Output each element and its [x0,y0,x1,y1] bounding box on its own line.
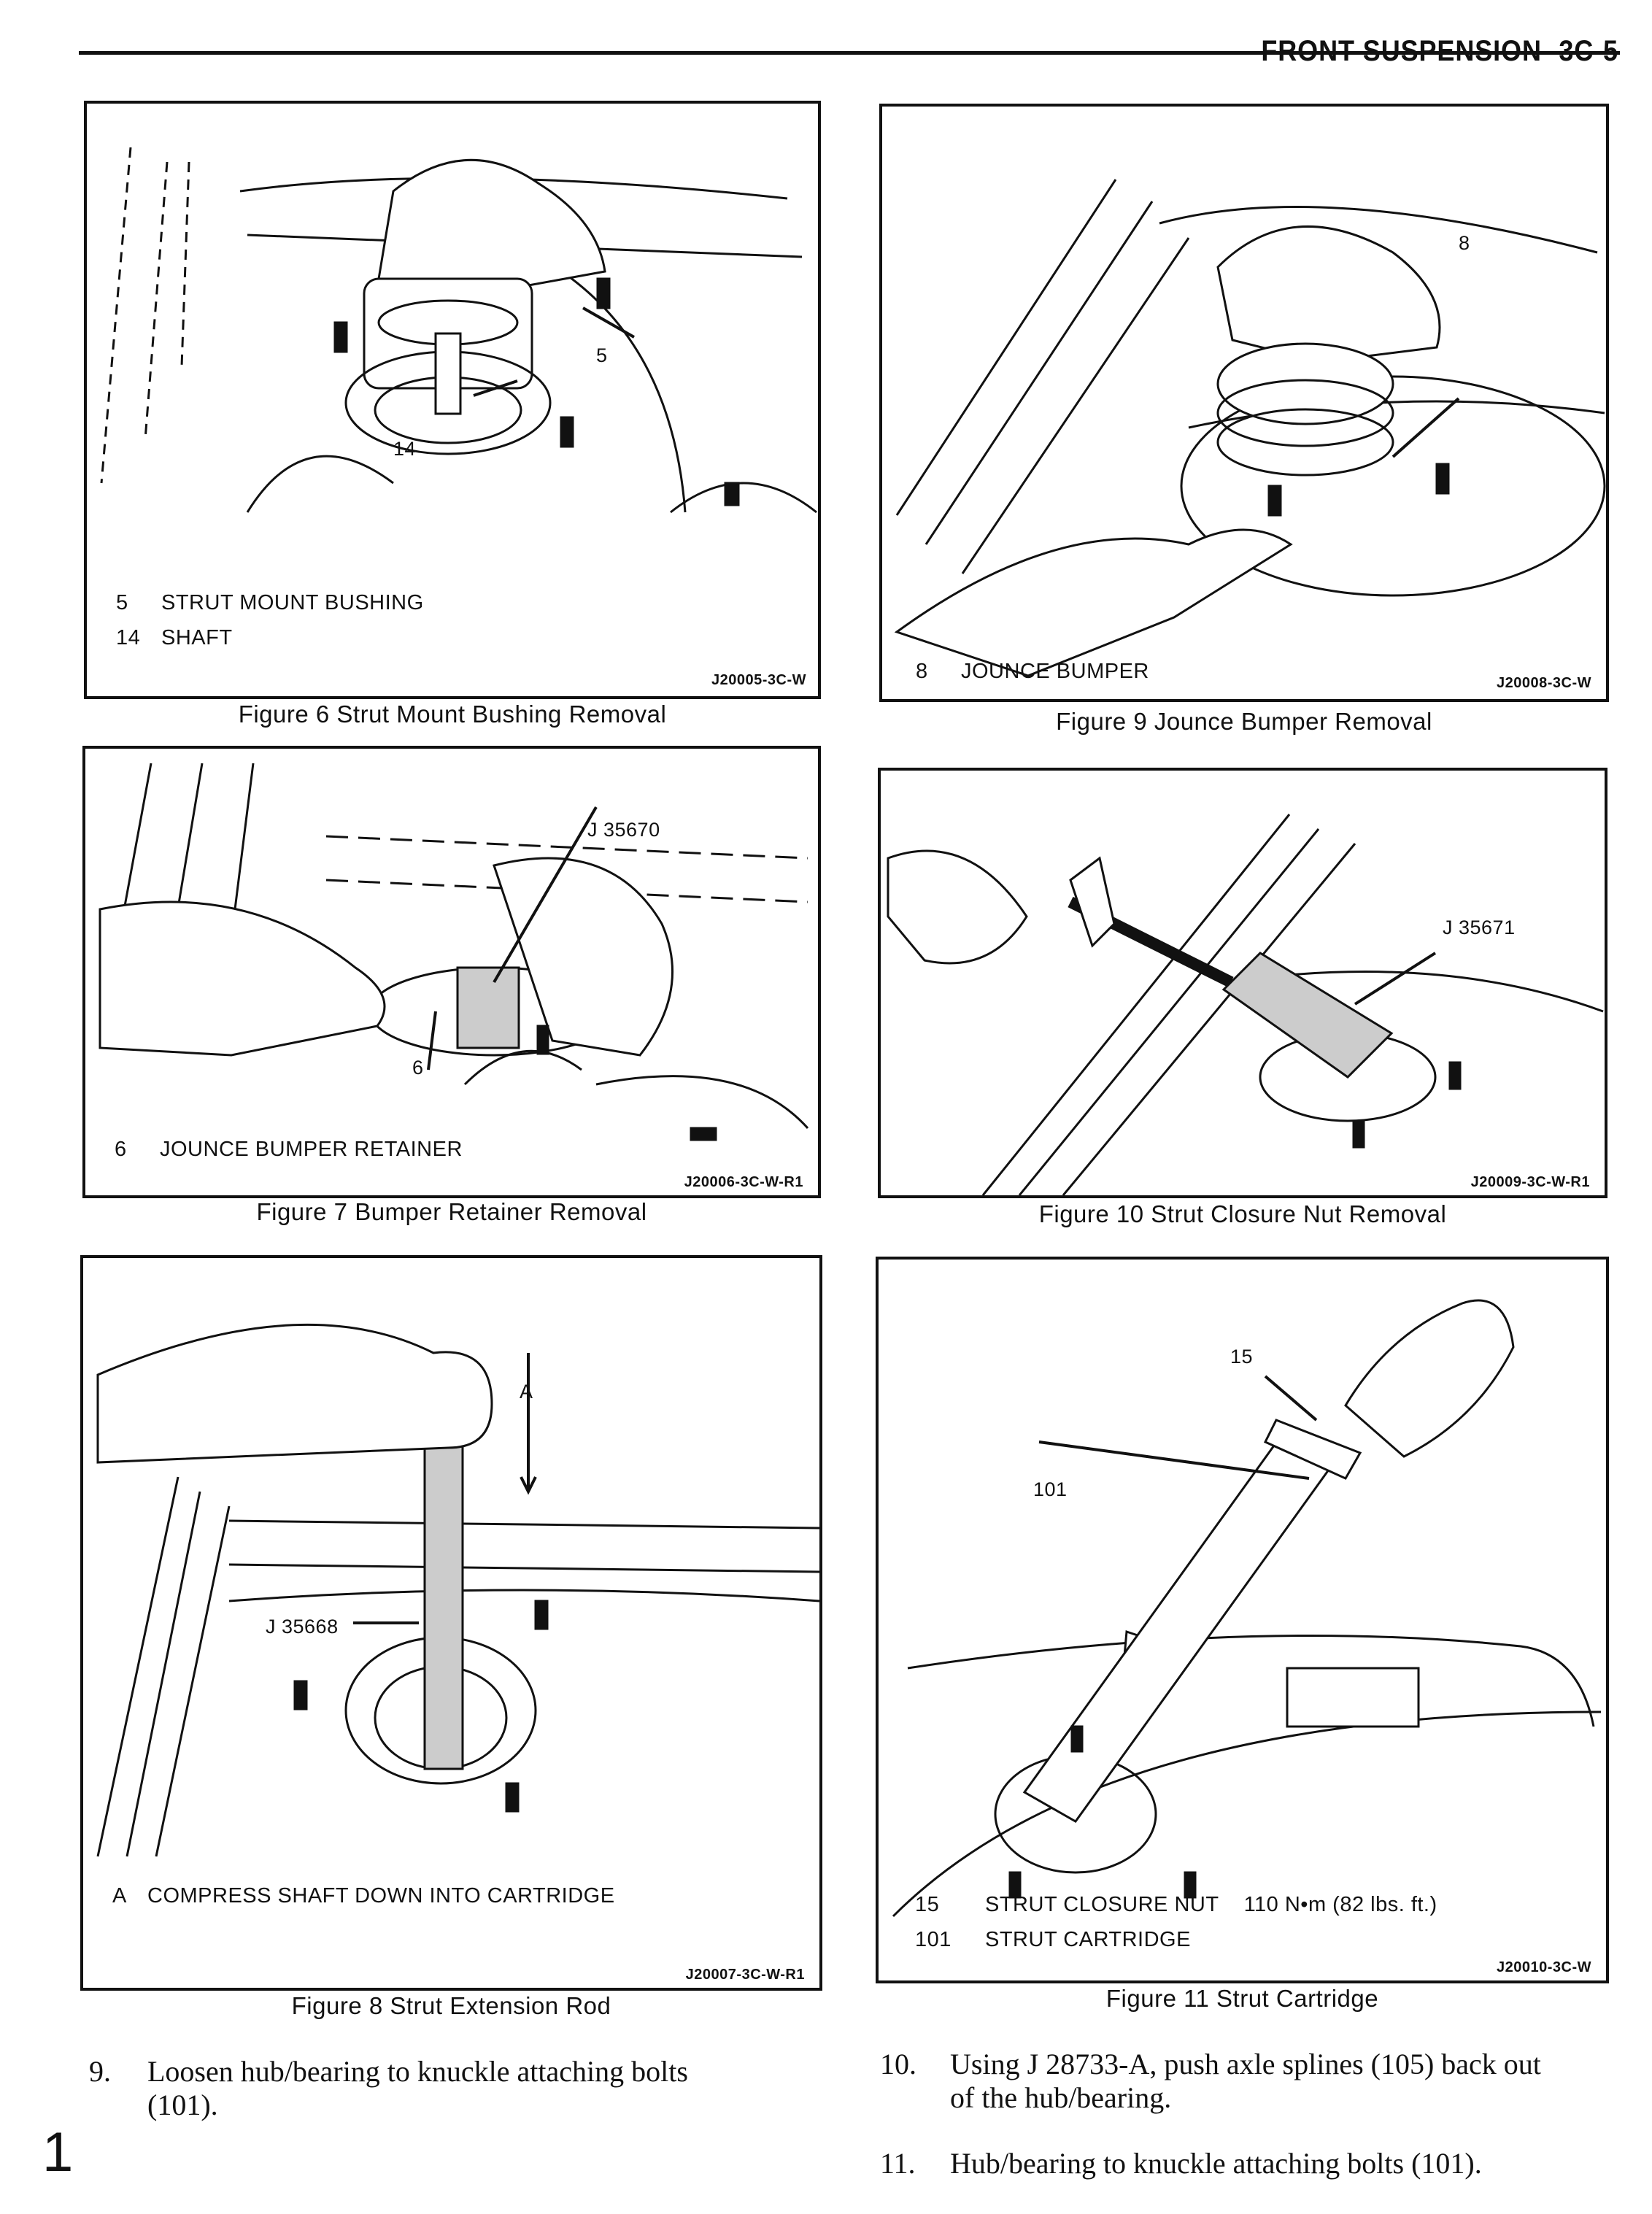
callout-101: 101 [1033,1478,1068,1500]
legend-item: 14 SHAFT [116,620,424,655]
figure-9-legend: 8 JOUNCE BUMPER [916,654,1149,689]
step-9: 9. Loosen hub/bearing to knuckle attachi… [89,2055,826,2128]
legend-num: 8 [916,660,928,683]
figure-7-code: J20006-3C-W-R1 [684,1174,803,1190]
legend-text: STRUT CARTRIDGE [985,1928,1191,1951]
legend-text: JOUNCE BUMPER [961,660,1149,683]
figure-6-caption: Figure 6 Strut Mount Bushing Removal [238,701,667,728]
header-rule [79,51,1620,55]
step-line: Loosen hub/bearing to knuckle attaching … [147,2055,688,2088]
figure-8-frame: A J 35668 A COMPRESS SHAFT DOWN INTO CART… [80,1255,822,1991]
figure-10-code: J20009-3C-W-R1 [1470,1174,1590,1190]
step-line: of the hub/bearing. [950,2081,1172,2114]
legend-item: 8 JOUNCE BUMPER [916,654,1149,689]
figure-8-code: J20007-3C-W-R1 [685,1967,805,1983]
step-number: 10. [880,2048,916,2080]
figure-6-illustration [100,147,817,514]
callout-8: 8 [1459,232,1470,254]
legend-num: 101 [915,1928,952,1951]
callout-j35670: J 35670 [587,819,660,841]
figure-9-code: J20008-3C-W [1496,675,1591,691]
step-text: Hub/bearing to knuckle attaching bolts (… [950,2147,1482,2180]
step-11: 11. Hub/bearing to knuckle attaching bol… [880,2147,1617,2191]
callout-15: 15 [1230,1346,1254,1368]
legend-num: 14 [116,626,141,649]
callout-j35668: J 35668 [266,1616,339,1638]
callout-a: A [520,1381,533,1403]
step-number: 11. [880,2147,916,2180]
figure-10-frame: J 35671 J20009-3C-W-R1 [878,768,1607,1198]
callout-14: 14 [393,438,417,460]
figure-7-legend: 6 JOUNCE BUMPER RETAINER [115,1132,463,1167]
legend-num: 6 [115,1138,127,1161]
figure-9-illustration [894,179,1606,677]
callout-6: 6 [412,1057,424,1079]
figure-8-legend: A COMPRESS SHAFT DOWN INTO CARTRIDGE [112,1878,615,1913]
figure-8-illustration [96,1323,819,1857]
step-text: Loosen hub/bearing to knuckle attaching … [147,2055,688,2122]
legend-text: STRUT CLOSURE NUT [985,1893,1219,1916]
legend-text: STRUT MOUNT BUSHING [161,591,424,614]
legend-num: A [112,1884,127,1908]
figure-11-legend: 15 STRUT CLOSURE NUT 110 N•m (82 lbs. ft.)… [915,1887,1437,1957]
figure-7-caption: Figure 7 Bumper Retainer Removal [256,1198,647,1225]
figure-7-illustration [99,763,809,1141]
legend-text: SHAFT [161,626,233,649]
step-line: Using J 28733-A, push axle splines (105)… [950,2048,1541,2080]
step-line: Hub/bearing to knuckle attaching bolts (… [950,2147,1482,2180]
legend-item: 101 STRUT CARTRIDGE [915,1922,1437,1957]
legend-item: 5 STRUT MOUNT BUSHING [116,585,424,620]
figure-11-illustration [892,1299,1602,1918]
figure-10-caption: Figure 10 Strut Closure Nut Removal [1038,1200,1447,1227]
figure-8-caption: Figure 8 Strut Extension Rod [291,1992,611,2019]
figure-10-illustration [887,814,1604,1195]
step-10: 10. Using J 28733-A, push axle splines (… [880,2048,1617,2121]
page-mark: 1 [42,2121,74,2183]
step-line: (101). [147,2088,218,2121]
figure-9-caption: Figure 9 Jounce Bumper Removal [1056,708,1432,735]
legend-item: A COMPRESS SHAFT DOWN INTO CARTRIDGE [112,1878,615,1913]
callout-j35671: J 35671 [1443,917,1516,938]
figure-6-legend: 5 STRUT MOUNT BUSHING 14 SHAFT [116,585,424,655]
step-text: Using J 28733-A, push axle splines (105)… [950,2048,1541,2115]
callout-5: 5 [596,344,608,366]
legend-num: 15 [915,1893,940,1916]
legend-item: 6 JOUNCE BUMPER RETAINER [115,1132,463,1167]
legend-spec: 110 N•m (82 lbs. ft.) [1243,1893,1437,1916]
figure-11-caption: Figure 11 Strut Cartridge [1105,1985,1379,2012]
legend-text: JOUNCE BUMPER RETAINER [160,1138,463,1161]
figure-6-code: J20005-3C-W [711,672,806,688]
legend-text: COMPRESS SHAFT DOWN INTO CARTRIDGE [147,1884,615,1908]
step-number: 9. [89,2055,111,2088]
legend-num: 5 [116,591,128,614]
legend-item: 15 STRUT CLOSURE NUT 110 N•m (82 lbs. ft.) [915,1887,1437,1922]
figure-11-code: J20010-3C-W [1496,1959,1591,1975]
